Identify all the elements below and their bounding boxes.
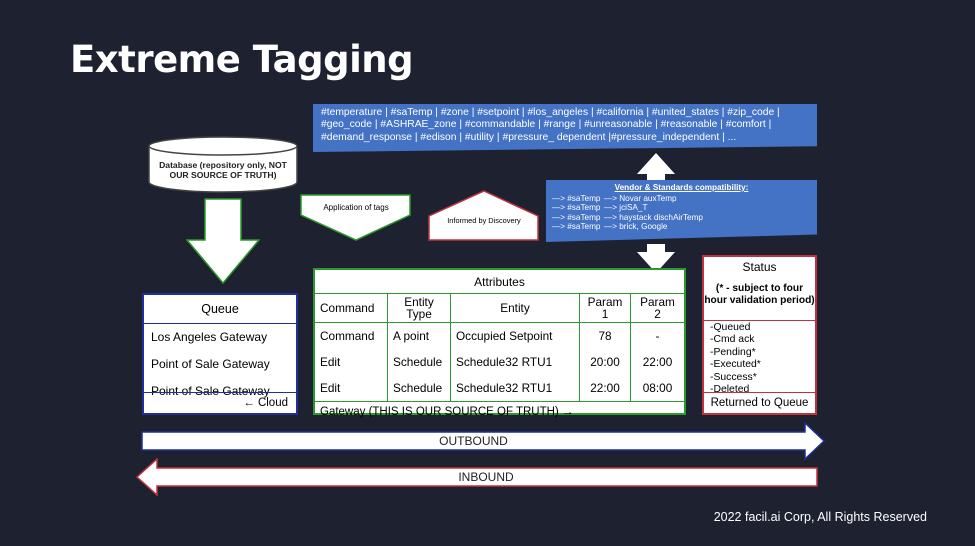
column-header: Entity [450,293,580,323]
discovery-label: Informed by Discovery [447,216,521,225]
table-row: Command A point Occupied Setpoint 78 - [315,322,684,349]
table-cell: Schedule32 RTU1 [450,375,580,402]
table-cell: Edit [320,355,341,369]
vendor-row: —> #saTemp—> jciSA_T [552,203,811,213]
table-cell: Occupied Setpoint [450,322,580,349]
column-header: Command [315,293,388,323]
column-header: Param 2 [630,293,684,323]
page-title: Extreme Tagging [70,38,414,81]
status-box: Status (* - subject to four hour validat… [702,255,817,415]
status-item: -Pending* [710,346,756,358]
table-cell: 78 [579,322,631,349]
vendor-compatibility-box: Vendor & Standards compatibility: —> #sa… [546,180,817,242]
vendor-row-right: —> Novar auxTemp [604,193,677,203]
status-item: -Executed* [710,359,761,371]
application-label: Application of tags [323,203,389,212]
queue-row: Point of Sale Gateway [151,384,270,398]
vendor-row-left: —> #saTemp [552,193,601,203]
vendor-row: —> #saTemp—> brick, Google [552,222,811,232]
vendor-row-right: —> brick, Google [604,222,668,232]
status-item: -Deleted [710,384,750,396]
table-cell: Schedule32 RTU1 [450,349,580,375]
attributes-header: Attributes [315,270,684,294]
status-header: Status [742,260,777,274]
vendor-row-left: —> #saTemp [552,203,601,213]
vendor-heading: Vendor & Standards compatibility: [614,183,749,192]
vendor-row-left: —> #saTemp [552,222,601,232]
column-header: Entity Type [387,293,451,323]
status-item: -Cmd ack [710,334,755,346]
copyright: 2022 facil.ai Corp, All Rights Reserved [713,510,927,524]
outbound-label: OUTBOUND [439,434,508,448]
table-cell: - [630,322,684,349]
vendor-row-left: —> #saTemp [552,212,601,222]
vendor-row: —> #saTemp—> haystack dischAirTemp [552,213,811,223]
application-arrow [300,194,411,241]
table-cell: Edit [320,381,341,395]
vendor-row-right: —> haystack dischAirTemp [604,212,703,222]
queue-footer: ← Cloud [144,392,296,413]
status-footer: Returned to Queue [704,392,815,413]
status-header-block: Status (* - subject to four hour validat… [704,257,815,321]
table-cell: 22:00 [630,349,684,375]
tags-box: #temperature | #saTemp | #zone | #setpoi… [313,104,817,152]
status-note: (* - subject to four hour validation per… [704,283,815,306]
tags-text: #temperature | #saTemp | #zone | #setpoi… [321,107,780,143]
table-cell: Schedule [387,349,451,375]
queue-row: Los Angeles Gateway [151,330,268,344]
status-item: -Success* [710,371,757,383]
table-cell: 20:00 [579,349,631,375]
table-cell: Command [320,329,375,343]
table-cell: 08:00 [630,375,684,402]
down-arrow-green [186,198,260,284]
table-row: Edit Schedule Schedule32 RTU1 20:00 22:0… [315,349,684,375]
outbound-arrow [141,422,826,460]
double-vertical-arrow [637,153,675,273]
queue-row: Point of Sale Gateway [151,357,270,371]
table-cell: Schedule [387,375,451,402]
table-cell: 22:00 [579,375,631,402]
discovery-arrow [428,190,539,241]
status-item: -Queued [710,322,751,333]
vendor-row: —> #saTemp—> Novar auxTemp [552,194,811,204]
column-header: Param 1 [579,293,631,323]
database-cylinder-icon [148,136,298,193]
table-row: Edit Schedule Schedule32 RTU1 22:00 08:0… [315,375,684,402]
attributes-footer: Gateway (THIS IS OUR SOURCE OF TRUTH) → [315,401,684,421]
attributes-table: Attributes Command Entity Type Entity Pa… [313,268,686,421]
vendor-row-right: —> jciSA_T [604,203,648,213]
database-label: Database (repository only, NOT OUR SOURC… [159,160,287,180]
inbound-arrow [136,458,818,496]
table-cell: A point [387,322,451,349]
status-items: -Queued -Cmd ack -Pending* -Executed* -S… [704,321,815,396]
queue-box: Queue Los Angeles Gateway Point of Sale … [142,293,298,415]
queue-header: Queue [144,295,296,324]
inbound-label: INBOUND [458,470,514,484]
